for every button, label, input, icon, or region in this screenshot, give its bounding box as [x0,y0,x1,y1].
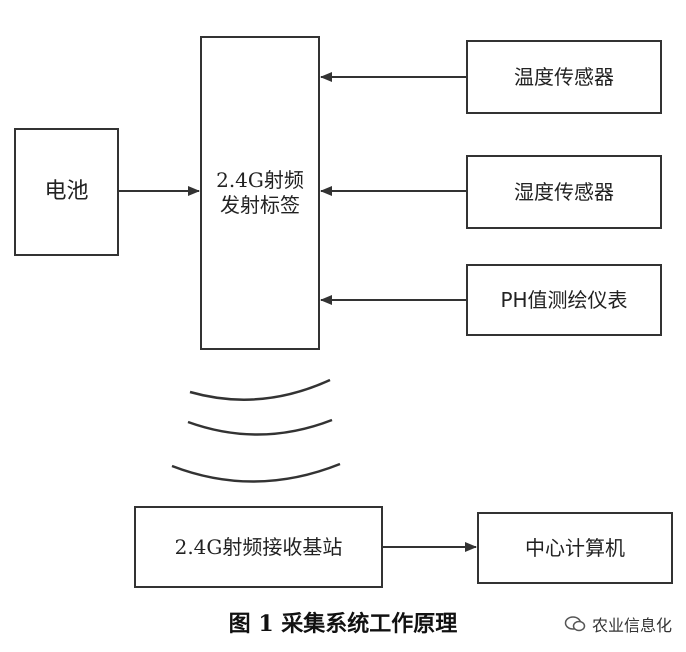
central-computer-label: 中心计算机 [525,535,625,560]
humidity-sensor-label: 湿度传感器 [514,179,614,204]
figure-caption: 图 1 采集系统工作原理 [228,611,458,637]
watermark: 农业信息化 [564,612,672,636]
temperature-sensor-box: 温度传感器 [466,40,662,114]
chat-bubble-icon [564,616,586,632]
temperature-sensor-label: 温度传感器 [514,64,614,89]
watermark-text: 农业信息化 [591,616,672,635]
rf-tag-box: 2.4G射频 发射标签 [200,36,320,350]
radio-wave-2 [187,418,333,436]
radio-wave-3 [171,462,341,483]
battery-box: 电池 [14,128,119,256]
rf-tag-label-line1: 2.4G射频 [216,168,304,192]
base-station-box: 2.4G射频接收基站 [134,506,383,588]
humidity-sensor-box: 湿度传感器 [466,155,662,229]
ph-meter-box: PH值测绘仪表 [466,264,662,336]
rf-tag-label-line2: 发射标签 [220,193,300,217]
ph-meter-label: PH值测绘仪表 [500,287,628,312]
central-computer-box: 中心计算机 [477,512,673,584]
battery-label: 电池 [44,179,89,205]
base-station-label: 2.4G射频接收基站 [174,534,343,559]
radio-wave-1 [189,378,331,401]
